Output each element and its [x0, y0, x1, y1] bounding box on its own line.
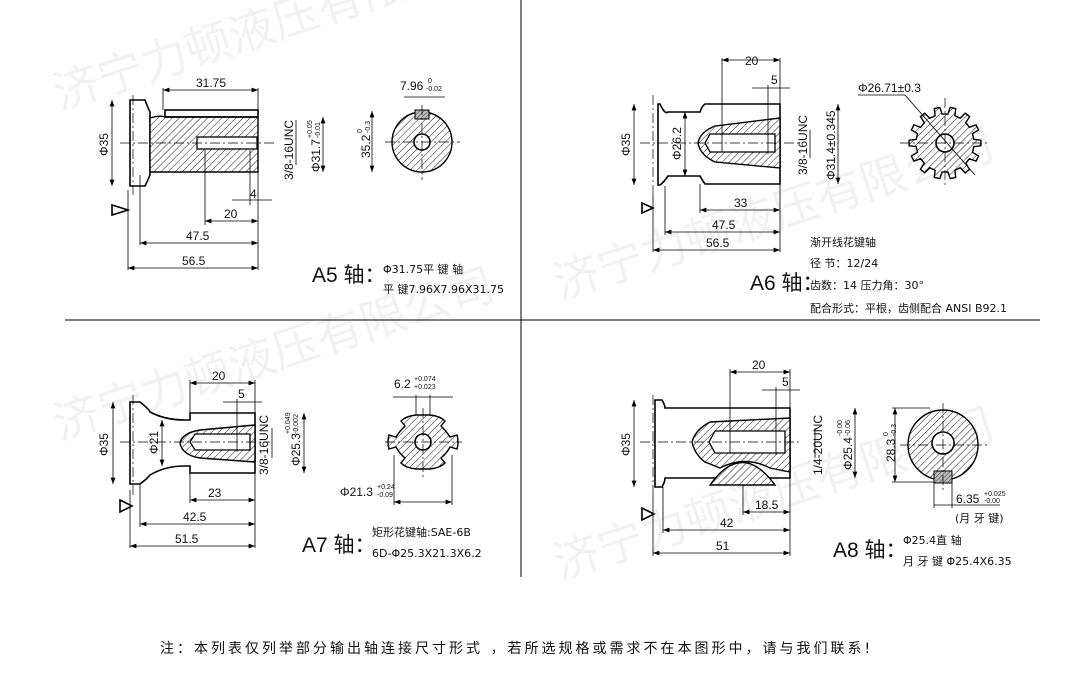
dim-a5-phi31-7: Φ31.7 — [309, 139, 323, 172]
a7-desc-line-2: 6D-Φ25.3X21.3X6.2 — [372, 547, 482, 560]
dim-a7-phi25-3: Φ25.3 — [289, 433, 303, 466]
dim-a8-phi25-4: Φ25.4 — [841, 437, 855, 470]
dim-a6-phi35: Φ35 — [619, 133, 633, 156]
tol-a7-6-2-lower: +0.023 — [414, 384, 436, 391]
a6-side-view — [631, 57, 841, 253]
dim-a5-key-width: 7.96 — [400, 79, 424, 93]
dim-a5-47-5: 47.5 — [186, 229, 210, 243]
panel-a6: 20 5 Φ35 Φ26.2 3/8-16UNC Φ31.4±0.345 33 … — [619, 54, 1007, 315]
a5-side-view — [109, 87, 326, 271]
tol-a8-phi25-4-lower: -0.06 — [845, 420, 852, 436]
a5-desc-line-1: Φ31.75平 键 轴 — [383, 262, 463, 276]
dim-a7-20: 20 — [212, 369, 226, 383]
dim-a8-18-5: 18.5 — [755, 498, 779, 512]
datum-triangle-icon — [641, 201, 655, 215]
tol-a7-phi21-3-upper: +0.24 — [377, 484, 395, 491]
dim-a8-28-3: 28.3 — [884, 438, 898, 462]
a7-side-view — [110, 380, 307, 549]
tol-a7-phi21-3-lower: -0.09 — [377, 492, 393, 499]
a8-key-note: (月 牙 键) — [955, 511, 1004, 525]
dim-a8-phi35: Φ35 — [619, 433, 633, 456]
dim-a6-47-5: 47.5 — [712, 218, 736, 232]
a5-desc-line-2: 平 键7.96X7.96X31.75 — [383, 282, 504, 296]
tol-a7-phi25-3-lower: -0.002 — [293, 414, 300, 434]
dim-a7-6-2: 6.2 — [394, 377, 411, 391]
dim-a6-phi26-71: Φ26.71±0.3 — [858, 81, 921, 95]
dim-a8-51: 51 — [716, 539, 730, 553]
footer-note: 注：本列表仅列举部分输出轴连接尺寸形式 ，若所选规格或需求不在本图形中，请与我们… — [160, 640, 873, 657]
tol-a5-key-upper: 0 — [428, 78, 432, 85]
dim-a6-phi26-2: Φ26.2 — [670, 127, 684, 160]
a7-shaft-label: A7 轴： — [302, 534, 376, 557]
svg-text:济宁力顿液压有限公司: 济宁力顿液压有限公司 — [47, 0, 501, 120]
dim-a6-thread: 3/8-16UNC — [796, 115, 810, 175]
tol-a7-phi25-3-upper: +0.049 — [285, 412, 292, 434]
a7-desc-line-1: 矩形花键轴:SAE-6B — [372, 525, 471, 539]
dim-a5-thread: 3/8-16UNC — [282, 120, 296, 180]
tol-a8-6-35-upper: +0.025 — [984, 491, 1006, 498]
a8-desc-line-1: Φ25.4直 轴 — [903, 533, 962, 547]
dim-a7-thread: 3/8-16UNC — [257, 415, 271, 475]
datum-triangle-icon — [111, 203, 131, 217]
a5-shaft-label: A5 轴： — [312, 264, 386, 287]
dim-a7-42-5: 42.5 — [183, 510, 207, 524]
dim-a6-56-5: 56.5 — [706, 236, 730, 250]
a8-shaft-label: A8 轴： — [833, 539, 907, 562]
a6-desc-line-3: 齿数：14 压力角：30° — [810, 279, 924, 292]
a6-desc-line-2: 径 节：12/24 — [810, 257, 878, 270]
a8-side-view — [631, 369, 858, 556]
dim-a6-phi31-4: Φ31.4±0.345 — [824, 110, 838, 180]
tol-a8-28-3-upper: 0 — [883, 432, 890, 436]
panel-a5: 31.75 Φ35 3/8-16UNC Φ31.7 +0.05 -0.01 4 … — [97, 76, 504, 296]
dim-a6-33: 33 — [734, 196, 748, 210]
tol-a5-key-lower: -0.02 — [426, 86, 442, 93]
dim-a5-56-5: 56.5 — [182, 254, 206, 268]
dim-a8-42: 42 — [720, 516, 734, 530]
dim-a5-phi35: Φ35 — [97, 133, 111, 156]
tol-a8-6-35-lower: -0.00 — [984, 498, 1000, 505]
dim-a7-phi35: Φ35 — [97, 433, 111, 456]
dim-a5-35-2: 35.2 — [359, 134, 373, 158]
a6-shaft-label: A6 轴： — [750, 272, 824, 295]
panel-a8: 20 5 Φ35 1/4-20UNC Φ25.4 -0.00 -0.06 18.… — [619, 358, 1012, 568]
datum-triangle-icon — [641, 506, 656, 522]
dim-a7-phi21-3: Φ21.3 — [340, 485, 373, 499]
dim-a7-5: 5 — [238, 387, 245, 401]
datum-triangle-icon — [119, 498, 134, 514]
dim-a5-31-75: 31.75 — [196, 76, 226, 90]
dim-a7-phi21: Φ21 — [147, 431, 161, 454]
a8-end-view — [892, 403, 1000, 508]
tol-a5-35-2-upper: 0 — [357, 129, 364, 133]
a7-spline-end-view — [385, 395, 462, 505]
tol-a8-phi25-4-upper: -0.00 — [837, 420, 844, 436]
tol-a5-phi31-7-lower: -0.01 — [315, 122, 322, 138]
dim-a5-20: 20 — [224, 207, 238, 221]
a6-desc-line-4: 配合形式：平根，齿侧配合 ANSI B92.1 — [810, 301, 1007, 315]
panel-a7: 20 5 Φ35 Φ21 3/8-16UNC Φ25.3 +0.049 -0.0… — [97, 369, 482, 560]
dim-a5-4: 4 — [250, 187, 257, 201]
dim-a6-20: 20 — [745, 54, 759, 68]
dim-a7-51-5: 51.5 — [175, 532, 199, 546]
tol-a5-35-2-lower: -0.3 — [365, 121, 372, 133]
dim-a6-5: 5 — [771, 73, 778, 87]
dim-a7-23: 23 — [208, 486, 222, 500]
dim-a8-6-35: 6.35 — [956, 492, 980, 506]
tol-a8-28-3-lower: -0.3 — [891, 424, 898, 436]
tol-a5-phi31-7-upper: +0.05 — [307, 120, 314, 138]
dim-a8-20: 20 — [752, 358, 766, 372]
a6-desc-line-1: 渐开线花键轴 — [810, 235, 876, 249]
a5-end-view — [369, 96, 460, 180]
tol-a7-6-2-upper: +0.074 — [414, 376, 436, 383]
dim-a8-thread: 1/4-20UNC — [811, 415, 825, 475]
dim-a8-5: 5 — [782, 375, 789, 389]
a8-desc-line-2: 月 牙 键 Φ25.4X6.35 — [903, 554, 1012, 568]
